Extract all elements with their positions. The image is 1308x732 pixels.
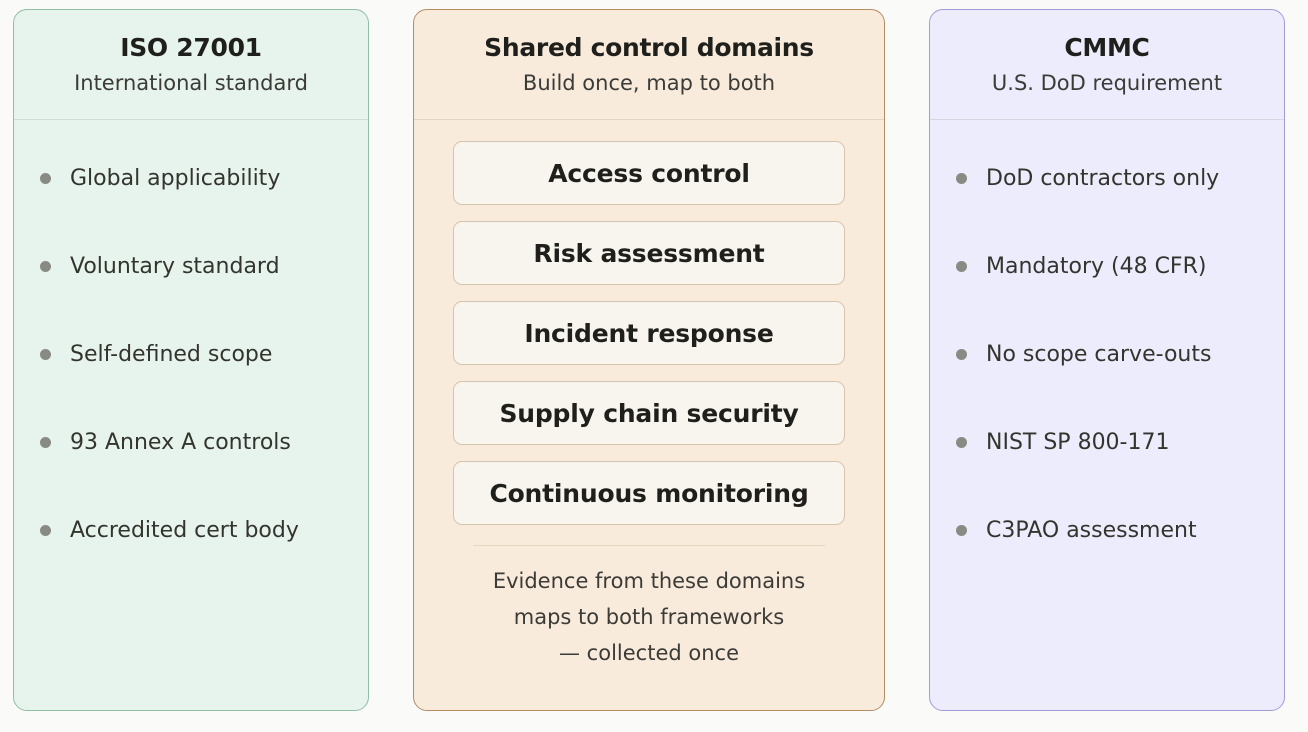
domain-incident-response: Incident response bbox=[453, 301, 845, 365]
bullet-icon bbox=[956, 348, 967, 360]
domain-risk-assessment: Risk assessment bbox=[453, 221, 845, 285]
domain-access-control: Access control bbox=[453, 141, 845, 205]
list-item-text: Voluntary standard bbox=[70, 253, 280, 279]
bullet-icon bbox=[956, 524, 967, 536]
cmmc-title: CMMC bbox=[1064, 33, 1150, 62]
list-item: Mandatory (48 CFR) bbox=[930, 246, 1284, 286]
list-item-text: 93 Annex A controls bbox=[70, 429, 291, 455]
bullet-icon bbox=[40, 348, 51, 360]
iso-27001-panel: ISO 27001 International standard Global … bbox=[13, 9, 369, 711]
list-item: C3PAO assessment bbox=[930, 510, 1284, 550]
cmmc-header: CMMC U.S. DoD requirement bbox=[930, 10, 1284, 120]
bullet-icon bbox=[40, 524, 51, 536]
list-item-text: DoD contractors only bbox=[986, 165, 1220, 191]
shared-domains-header: Shared control domains Build once, map t… bbox=[414, 10, 884, 120]
cmmc-panel: CMMC U.S. DoD requirement DoD contractor… bbox=[929, 9, 1285, 711]
list-item: Self-defined scope bbox=[14, 334, 368, 374]
list-item: No scope carve-outs bbox=[930, 334, 1284, 374]
list-item: Global applicability bbox=[14, 158, 368, 198]
list-item-text: Global applicability bbox=[70, 165, 281, 191]
bullet-icon bbox=[40, 172, 51, 184]
list-item: Accredited cert body bbox=[14, 510, 368, 550]
iso-27001-title: ISO 27001 bbox=[120, 33, 262, 62]
list-item-text: Accredited cert body bbox=[70, 517, 299, 543]
iso-27001-header: ISO 27001 International standard bbox=[14, 10, 368, 120]
list-item: DoD contractors only bbox=[930, 158, 1284, 198]
domain-supply-chain-security: Supply chain security bbox=[453, 381, 845, 445]
list-item: NIST SP 800-171 bbox=[930, 422, 1284, 462]
bullet-icon bbox=[956, 172, 967, 184]
evidence-note-line: Evidence from these domains bbox=[492, 569, 806, 593]
list-item-text: No scope carve-outs bbox=[986, 341, 1212, 367]
shared-domains-subtitle: Build once, map to both bbox=[522, 71, 776, 95]
evidence-note-line: — collected once bbox=[559, 641, 739, 665]
list-item-text: Mandatory (48 CFR) bbox=[986, 253, 1207, 279]
bullet-icon bbox=[956, 260, 967, 272]
divider bbox=[473, 545, 825, 546]
list-item-text: Self-defined scope bbox=[70, 341, 273, 367]
evidence-note: Evidence from these domains maps to both… bbox=[434, 563, 864, 671]
bullet-icon bbox=[40, 260, 51, 272]
bullet-icon bbox=[40, 436, 51, 448]
list-item: Voluntary standard bbox=[14, 246, 368, 286]
list-item: 93 Annex A controls bbox=[14, 422, 368, 462]
list-item-text: NIST SP 800-171 bbox=[986, 429, 1170, 455]
iso-27001-subtitle: International standard bbox=[74, 71, 308, 95]
bullet-icon bbox=[956, 436, 967, 448]
domain-continuous-monitoring: Continuous monitoring bbox=[453, 461, 845, 525]
shared-domains-title: Shared control domains bbox=[484, 33, 814, 62]
evidence-note-line: maps to both frameworks bbox=[513, 605, 785, 629]
list-item-text: C3PAO assessment bbox=[986, 517, 1197, 543]
cmmc-subtitle: U.S. DoD requirement bbox=[991, 71, 1223, 95]
shared-domains-panel: Shared control domains Build once, map t… bbox=[413, 9, 885, 711]
